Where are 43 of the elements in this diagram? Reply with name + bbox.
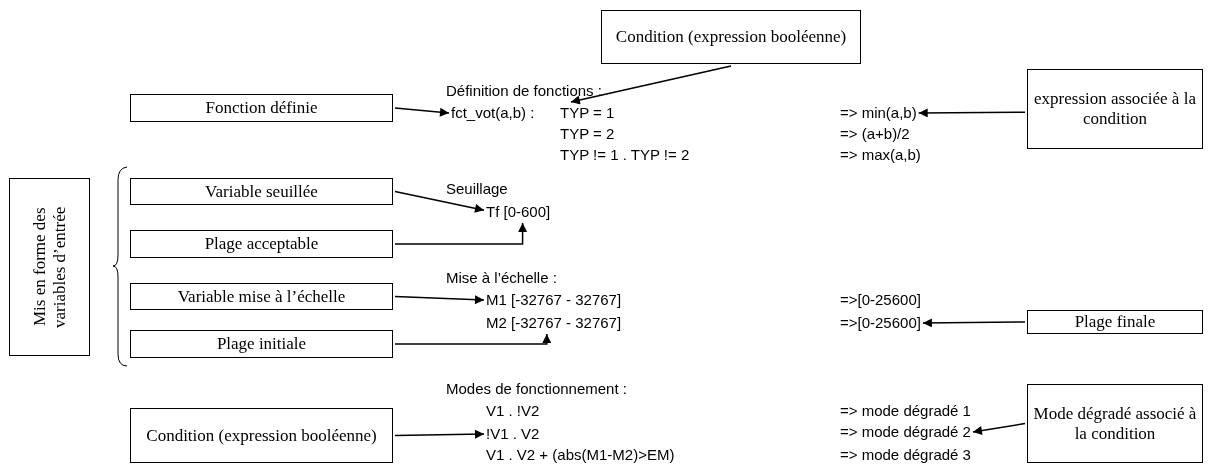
section-heading: Mise à l’échelle : bbox=[446, 269, 557, 287]
code-text: => max(a,b) bbox=[840, 146, 921, 164]
code-text: => mode dégradé 2 bbox=[840, 423, 971, 441]
code-text: => (a+b)/2 bbox=[840, 125, 910, 143]
arrow bbox=[394, 222, 528, 245]
arrow bbox=[394, 107, 450, 117]
callout-box: Fonction définie bbox=[130, 94, 393, 122]
code-text: TYP = 2 bbox=[560, 125, 615, 143]
callout-box: Mode dégradé associé à la condition bbox=[1027, 384, 1203, 463]
code-text: !V1 . V2 bbox=[486, 425, 540, 443]
section-heading: Modes de fonctionnement : bbox=[446, 380, 627, 398]
callout-box: Plage finale bbox=[1027, 310, 1203, 334]
code-text: =>[0-25600] bbox=[840, 314, 921, 332]
arrow bbox=[922, 318, 1026, 328]
code-text: => mode dégradé 1 bbox=[840, 402, 971, 420]
callout-box: Condition (expression booléenne) bbox=[601, 10, 861, 64]
section-heading: Seuillage bbox=[446, 180, 508, 198]
callout-box: Variable mise à l’échelle bbox=[130, 283, 393, 310]
code-text: => min(a,b) bbox=[840, 104, 917, 122]
code-text: V1 . !V2 bbox=[486, 402, 540, 420]
arrow bbox=[394, 333, 552, 345]
callout-box: expression associée à la condition bbox=[1027, 69, 1203, 149]
arrow bbox=[972, 422, 1026, 435]
arrow bbox=[570, 65, 732, 105]
code-text: => mode dégradé 3 bbox=[840, 446, 971, 464]
arrow bbox=[394, 190, 485, 213]
code-text: fct_vot(a,b) : bbox=[451, 104, 535, 122]
arrow bbox=[917, 108, 1026, 118]
arrow bbox=[394, 295, 485, 305]
code-text: V1 . V2 + (abs(M1-M2)>EM) bbox=[486, 446, 675, 464]
code-text: M1 [-32767 - 32767] bbox=[486, 291, 622, 309]
callout-box: Variable seuillée bbox=[130, 178, 393, 205]
callout-box: Plage acceptable bbox=[130, 230, 393, 258]
code-text: =>[0-25600] bbox=[840, 291, 921, 309]
code-text: TYP != 1 . TYP != 2 bbox=[560, 146, 690, 164]
code-text: TYP = 1 bbox=[560, 104, 615, 122]
callout-box: Condition (expression booléenne) bbox=[130, 408, 393, 463]
callout-box: Plage initiale bbox=[130, 330, 393, 358]
code-text: Tf [0-600] bbox=[486, 203, 551, 221]
section-heading: Définition de fonctions : bbox=[446, 82, 602, 100]
group-label-box: Mis en forme des variables d’entrée bbox=[9, 178, 90, 356]
code-text: M2 [-32767 - 32767] bbox=[486, 314, 622, 332]
arrow bbox=[394, 429, 485, 439]
